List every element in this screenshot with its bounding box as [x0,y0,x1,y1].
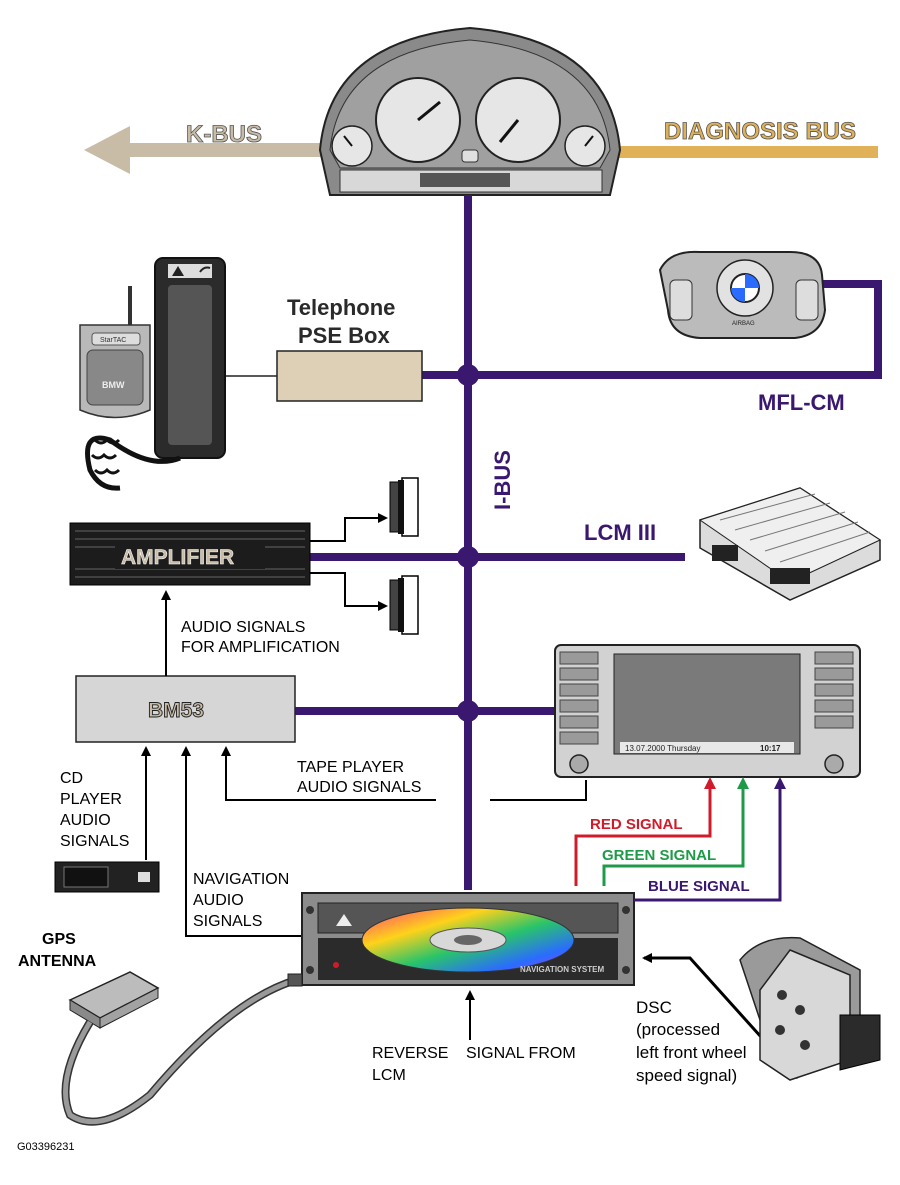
k-bus-label: K-BUS [186,121,262,148]
telephone-pse-box [276,350,423,402]
startac-phone: StarTAC BMW [79,286,151,419]
mfl-cm-label: MFL-CM [758,390,845,415]
dsc-line2: (processed [636,1020,720,1039]
telephone-handset [85,257,226,491]
nav-line3: SIGNALS [193,913,262,930]
mfl-steering-wheel: AIRBAG [658,250,827,339]
lcm-label: LCM III [584,520,656,545]
wire-tape-audio [221,746,436,801]
telephone-label-line1: Telephone [287,295,395,320]
dsc-module [739,936,881,1081]
wire-tape-to-bm53 [490,780,587,801]
green-signal-wire [602,777,749,886]
bm53-box [75,675,296,743]
cd-line2: PLAYER [60,791,122,808]
reverse-line2: LCM [372,1067,406,1084]
dsc-line3: left front wheel [636,1043,747,1062]
red-signal-wire [574,777,716,886]
cd-line1: CD [60,770,83,787]
speaker-top [389,477,419,537]
reverse-signal-from: SIGNAL FROM [466,1045,576,1062]
telephone-label-line2: PSE Box [298,323,390,348]
dsc-line1: DSC [636,998,672,1017]
amplifier-label: AMPLIFIER [121,546,234,569]
lcm-module [698,487,882,601]
cd-line4: SIGNALS [60,833,129,850]
i-bus-junction [457,700,479,722]
tape-line1: TAPE PLAYER [297,759,404,776]
tape-line2: AUDIO SIGNALS [297,779,421,796]
k-bus-arrow [84,126,330,174]
figure-id: G03396231 [17,1141,75,1153]
instrument-cluster [318,26,622,196]
phone-bmw-text: BMW [102,380,125,390]
i-bus-branch-mfl-vertical [874,280,882,379]
wire-amp-speaker-bottom [310,572,388,611]
i-bus-branch-amp-lcm [310,553,685,561]
diagnosis-bus-line [610,146,878,158]
reverse-line1: REVERSE [372,1045,448,1062]
navigation-monitor [554,644,861,778]
gps-antenna [68,971,160,1029]
airbag-text: AIRBAG [732,321,755,327]
speaker-bottom [389,575,419,635]
gps-line1: GPS [42,931,76,948]
amplifier [69,522,311,586]
i-bus-line [464,195,472,890]
green-signal-label: GREEN SIGNAL [602,847,716,864]
blue-signal-label: BLUE SIGNAL [648,878,750,895]
gps-line2: ANTENNA [18,953,97,970]
startac-text: StarTAC [100,337,126,344]
blue-signal-wire [634,777,786,902]
i-bus-label: I-BUS [490,450,515,510]
display-date: 13.07.2000 Thursday [625,744,700,753]
i-bus-branch-telephone-mfl [420,371,880,379]
cd-line3: AUDIO [60,812,111,829]
display-time: 10:17 [760,744,781,753]
audio-amp-line1: AUDIO SIGNALS [181,619,305,636]
nav-line1: NAVIGATION [193,871,289,888]
i-bus-junction [457,546,479,568]
dsc-line4: speed signal) [636,1066,737,1085]
i-bus-branch-mfl-top [800,280,882,288]
wire-amp-speaker-top [310,513,388,542]
audio-amp-line2: FOR AMPLIFICATION [181,639,340,656]
nav-system-text: NAVIGATION SYSTEM [520,965,604,974]
nav-line2: AUDIO [193,892,244,909]
red-signal-label: RED SIGNAL [590,816,683,833]
i-bus-branch-bm53-nav [295,707,555,715]
i-bus-junction [457,364,479,386]
diagnosis-bus-label: DIAGNOSIS BUS [664,118,856,145]
wire-nav-audio [181,746,302,937]
navigation-computer [301,892,635,986]
cd-changer [54,861,160,893]
bm53-label: BM53 [148,699,204,722]
